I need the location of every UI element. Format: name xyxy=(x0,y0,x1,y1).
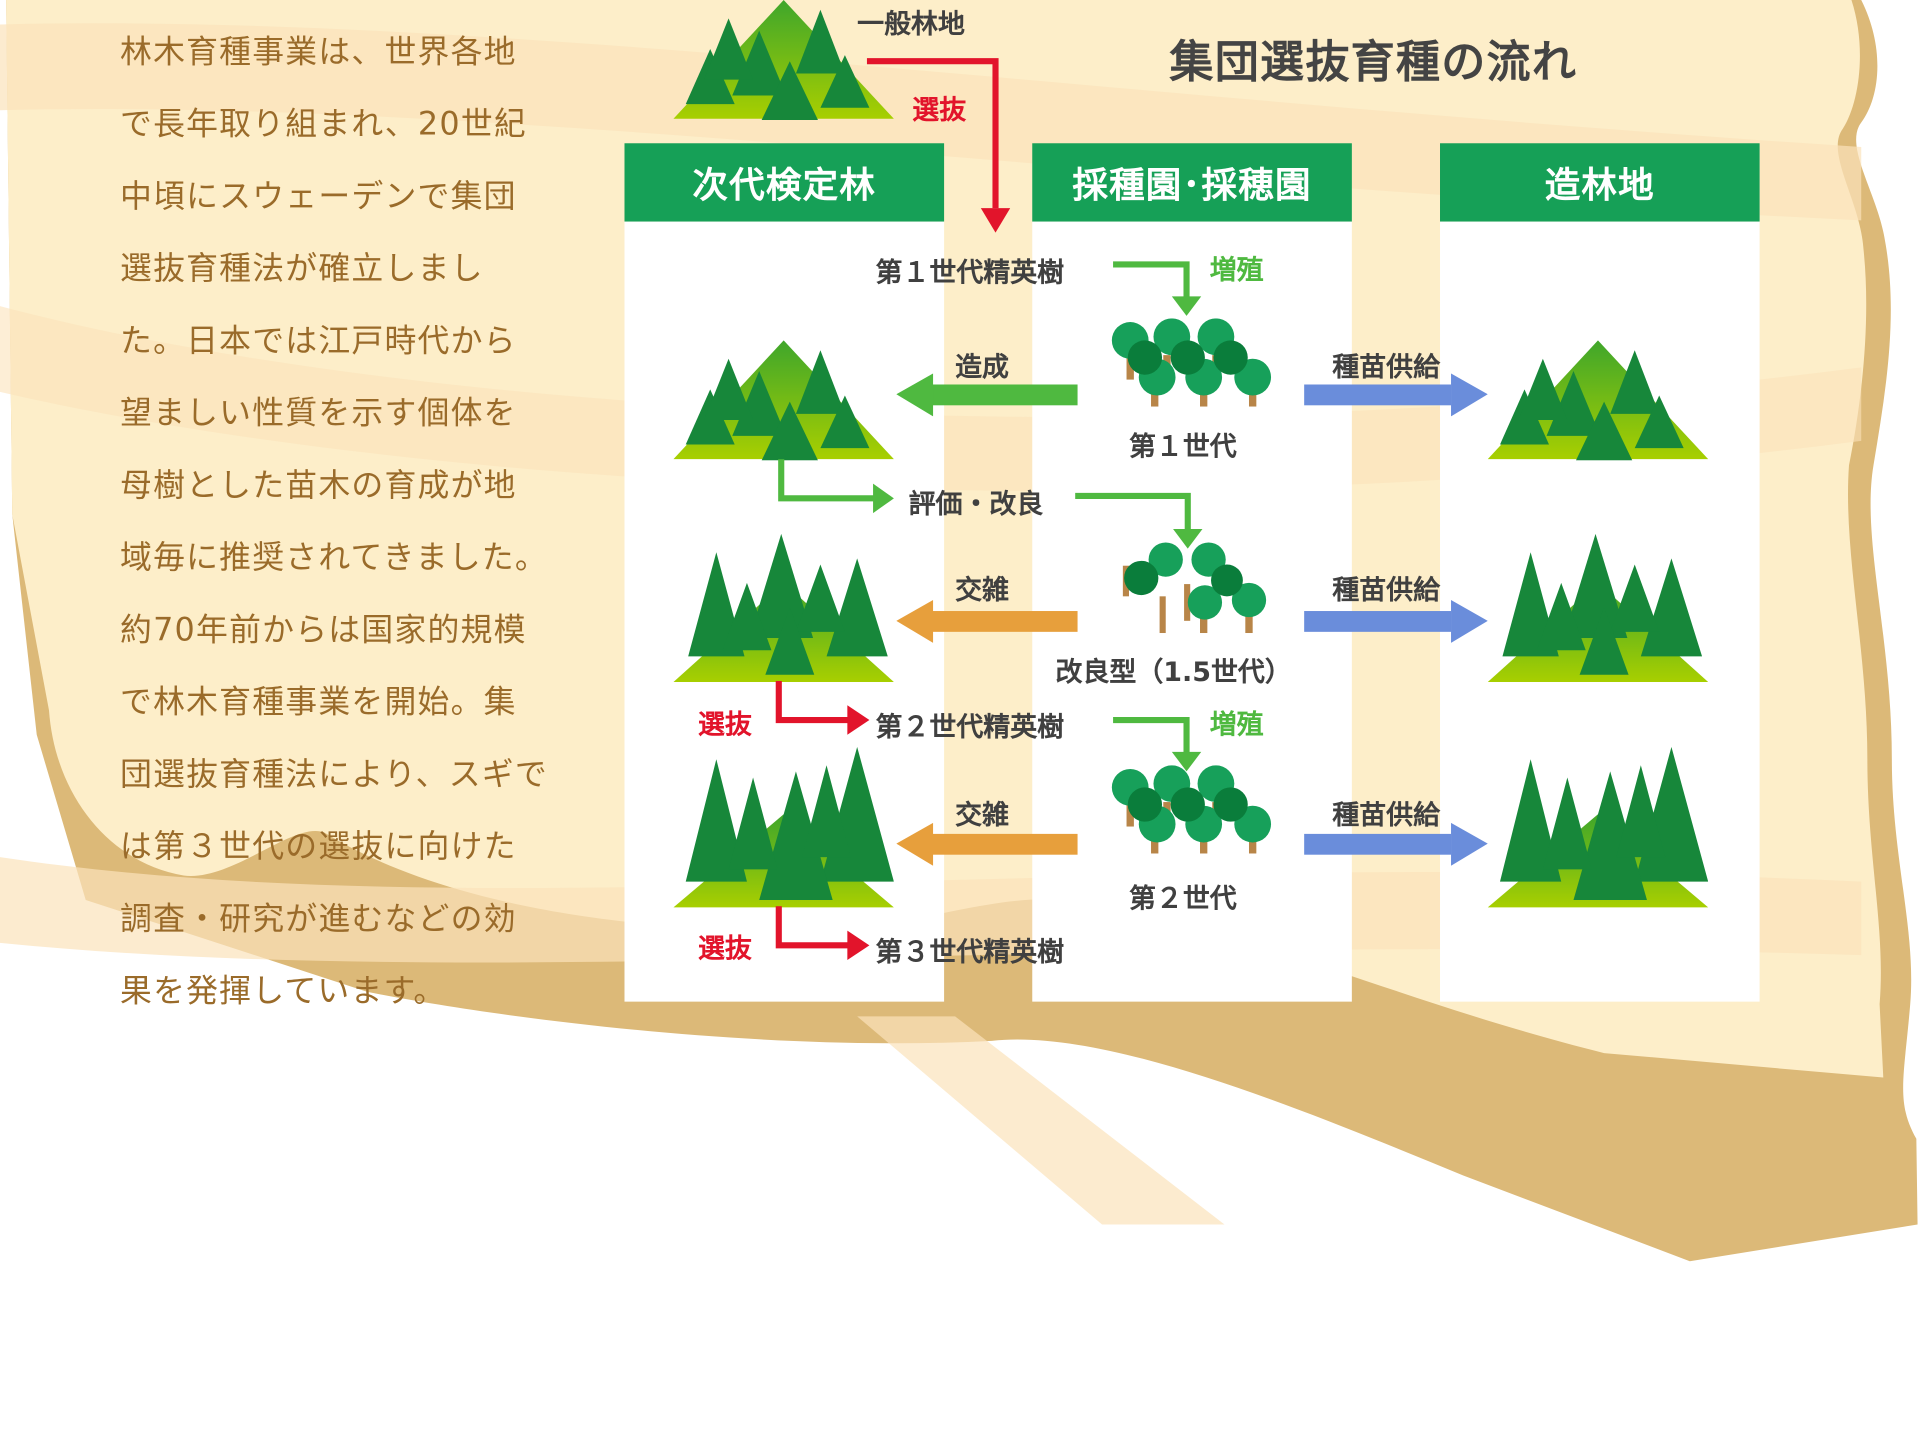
cross-label-2: 交雑 xyxy=(955,800,1010,832)
intro-line: 母樹とした苗木の育成が地 xyxy=(120,467,517,505)
intro-line: 林木育種事業は、世界各地 xyxy=(120,34,517,72)
multiply-arrow-2-icon xyxy=(1113,716,1202,772)
progeny-forest-2-icon xyxy=(673,533,894,683)
orchard-gen2-icon xyxy=(1111,765,1272,854)
column-header-seed-orchard: 採種園･採穂園 xyxy=(1032,143,1352,222)
intro-paragraph: 林木育種事業は、世界各地 で長年取り組まれ、20世紀 中頃にスウェーデンで集団 … xyxy=(120,17,610,1028)
elite-gen2-label: 第２世代精英樹 xyxy=(875,712,1065,744)
elite-gen3-label: 第３世代精英樹 xyxy=(875,937,1065,969)
intro-line: 調査・研究が進むなどの効 xyxy=(120,901,517,938)
select-arrow-3-icon xyxy=(775,906,870,961)
improve-arrow-icon xyxy=(1075,492,1203,549)
intro-line: で長年取り組まれ、20世紀 xyxy=(120,106,527,144)
orchard-gen1-icon xyxy=(1111,318,1272,407)
evaluate-label: 評価・改良 xyxy=(908,489,1044,521)
supply-label-1: 種苗供給 xyxy=(1332,352,1441,384)
elite-gen1-label: 第１世代精英樹 xyxy=(875,258,1065,289)
supply-arrow-icon xyxy=(1304,373,1488,417)
progeny-forest-3-icon xyxy=(673,746,894,908)
orchard-improved-icon xyxy=(1122,542,1267,634)
select-arrow-icon xyxy=(866,58,1011,233)
intro-line: 望ましい性質を示す個体を xyxy=(120,395,517,433)
intro-line: 中頃にスウェーデンで集団 xyxy=(120,178,517,216)
plantation-forest-1-icon xyxy=(1487,340,1709,461)
multiply-label-2: 増殖 xyxy=(1209,710,1264,741)
general-forest-label: 一般林地 xyxy=(857,9,965,41)
plantation-forest-3-icon xyxy=(1487,746,1709,908)
select-arrow-2-icon xyxy=(775,680,870,735)
cross-arrow-2-icon xyxy=(896,822,1078,866)
cross-arrow-icon xyxy=(896,600,1078,643)
supply-label-2: 種苗供給 xyxy=(1332,575,1441,607)
establish-label: 造成 xyxy=(955,352,1010,384)
cross-label-1: 交雑 xyxy=(955,575,1010,607)
multiply-arrow-icon xyxy=(1113,261,1202,316)
intro-line: 選抜育種法が確立しまし xyxy=(120,251,484,288)
intro-line: 団選抜育種法により、スギで xyxy=(120,756,548,794)
intro-line: 約70年前からは国家的規模 xyxy=(120,612,527,649)
establish-arrow-icon xyxy=(896,373,1078,417)
intro-line: は第３世代の選抜に向けた xyxy=(120,828,517,866)
supply-arrow-3-icon xyxy=(1304,822,1488,866)
diagram-title: 集団選抜育種の流れ xyxy=(1169,37,1578,89)
intro-line: 域毎に推奨されてきました。 xyxy=(120,540,548,577)
intro-line: た。日本では江戸時代から xyxy=(120,323,517,361)
column-header-progeny-test: 次代検定林 xyxy=(624,143,945,222)
gen2-label: 第２世代 xyxy=(1128,884,1237,915)
progeny-forest-1-icon xyxy=(673,340,894,461)
general-forest-icon xyxy=(673,0,894,121)
plantation-forest-2-icon xyxy=(1487,533,1709,683)
intro-line: で林木育種事業を開始。集 xyxy=(120,684,517,722)
multiply-label: 増殖 xyxy=(1209,255,1264,287)
select-label: 選抜 xyxy=(912,95,967,127)
improved-gen-label: 改良型（1.5世代） xyxy=(1055,657,1292,689)
column-header-plantation: 造林地 xyxy=(1440,143,1760,222)
supply-label-3: 種苗供給 xyxy=(1332,800,1441,832)
evaluate-arrow-icon xyxy=(778,459,894,514)
select-label-3: 選抜 xyxy=(697,934,752,965)
supply-arrow-icon xyxy=(1304,600,1488,643)
gen1-label: 第１世代 xyxy=(1128,432,1237,463)
select-label-2: 選抜 xyxy=(697,710,752,741)
intro-line: 果を発揮しています。 xyxy=(120,973,447,1011)
